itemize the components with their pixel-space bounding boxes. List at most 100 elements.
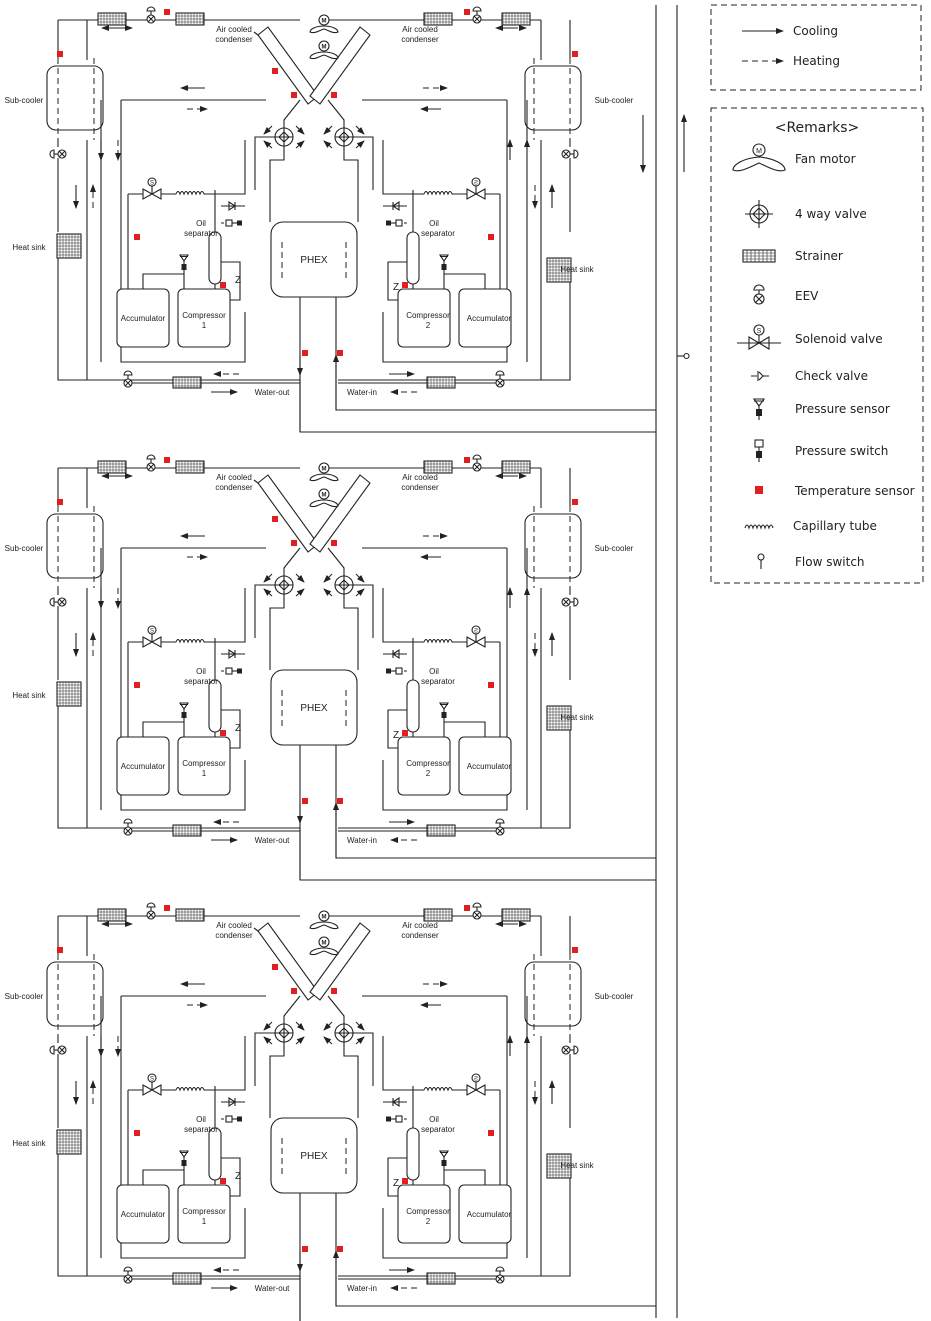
oil-label-r1: Oil <box>429 1115 439 1124</box>
remarks-title: <Remarks> <box>775 120 860 136</box>
strainer-icon <box>175 460 205 474</box>
eev-icon <box>123 818 133 836</box>
capillary-tube-icon <box>423 638 453 644</box>
pressure-sensor-icon <box>752 398 766 420</box>
oil-label-2: separator <box>184 677 218 686</box>
phex <box>270 1117 358 1194</box>
pressure-sensor-icon <box>178 254 190 274</box>
temperature-sensor <box>134 1130 140 1136</box>
pressure-switch-icon <box>386 219 403 227</box>
svg-text:S: S <box>150 629 154 635</box>
temperature-sensor <box>572 947 578 953</box>
strainer-icon <box>175 12 205 26</box>
z-mark-r: Z <box>393 1178 399 1189</box>
capillary-tube-icon <box>175 638 205 644</box>
svg-text:S: S <box>150 181 154 187</box>
oil-separator-right <box>406 231 420 285</box>
legend-flow-switch-label: Flow switch <box>795 555 865 569</box>
eev-icon <box>472 454 482 472</box>
svg-text:M: M <box>322 19 327 25</box>
phex <box>270 221 358 298</box>
strainer-icon <box>423 12 453 26</box>
compressor-label-r: Compressor <box>406 1207 450 1216</box>
temperature-sensor <box>220 282 226 288</box>
temperature-sensor <box>402 730 408 736</box>
sub-cooler-left <box>46 513 104 579</box>
capillary-tube-icon <box>175 190 205 196</box>
temperature-sensor <box>337 798 343 804</box>
heat-sink-label-r: Heat sink <box>560 713 594 722</box>
strainer-icon <box>426 1272 456 1285</box>
fan-motor-icon: M <box>309 40 339 60</box>
water-in-label: Water-in <box>347 1284 377 1293</box>
temperature-sensor <box>331 988 337 994</box>
condenser-label-r1: Air cooled <box>402 473 438 482</box>
temperature-sensor <box>57 499 63 505</box>
solenoid-valve-icon: S <box>466 177 486 200</box>
phex-label: PHEX <box>300 1151 328 1162</box>
compressor-number: 1 <box>202 1217 207 1226</box>
oil-label-r2: separator <box>421 1125 455 1134</box>
right-circuit: S <box>309 902 582 1306</box>
eev-icon <box>495 370 505 388</box>
compressor-label: Compressor <box>182 759 226 768</box>
svg-text:S: S <box>474 181 478 187</box>
svg-text:M: M <box>322 45 327 51</box>
oil-separator-right <box>406 679 420 733</box>
temperature-sensor <box>57 947 63 953</box>
pressure-switch-icon <box>225 219 242 227</box>
accumulator-label: Accumulator <box>121 762 166 771</box>
z-mark-r: Z <box>393 730 399 741</box>
eev-icon <box>561 1045 579 1055</box>
strainer-icon <box>97 12 127 26</box>
temperature-sensor <box>220 1178 226 1184</box>
eev-icon <box>495 818 505 836</box>
legend-cooling-label: Cooling <box>793 24 838 38</box>
temperature-sensor <box>302 798 308 804</box>
temperature-sensor <box>488 234 494 240</box>
air-cooled-condenser-right <box>309 922 371 1001</box>
sub-cooler-label-r: Sub-cooler <box>595 992 634 1001</box>
eev-icon <box>49 149 67 159</box>
legend-strainer-label: Strainer <box>795 249 843 263</box>
temperature-sensor <box>164 457 170 463</box>
condenser-label-2: condenser <box>215 931 253 940</box>
accumulator-label: Accumulator <box>121 1210 166 1219</box>
accumulator-label-r: Accumulator <box>467 314 512 323</box>
solenoid-valve-icon: S <box>466 625 486 648</box>
temperature-sensor <box>57 51 63 57</box>
water-in-label: Water-in <box>347 836 377 845</box>
water-headers <box>640 5 690 1318</box>
strainer-icon <box>546 705 572 731</box>
condenser-label-1: Air cooled <box>216 473 252 482</box>
legend-capillary-tube-label: Capillary tube <box>793 519 877 533</box>
air-cooled-condenser-left <box>257 922 319 1001</box>
air-cooled-condenser-right <box>309 474 371 553</box>
pressure-switch-icon <box>386 667 403 675</box>
phex-label: PHEX <box>300 703 328 714</box>
sub-cooler-right <box>524 961 582 1027</box>
capillary-tube-icon <box>423 190 453 196</box>
temperature-sensor <box>272 516 278 522</box>
temperature-sensor <box>402 282 408 288</box>
fan-motor-icon: M <box>309 14 339 34</box>
oil-label-r1: Oil <box>429 667 439 676</box>
accumulator-label-r: Accumulator <box>467 1210 512 1219</box>
capillary-tube-icon <box>744 524 774 530</box>
fan-motor-icon: M <box>309 936 339 956</box>
temperature-sensor <box>488 682 494 688</box>
strainer-icon <box>423 908 453 922</box>
temperature-sensor <box>488 1130 494 1136</box>
capillary-tube-icon <box>423 1086 453 1092</box>
right-circuit: S <box>309 454 582 858</box>
legend-fan-motor-label: Fan motor <box>795 152 856 166</box>
strainer-icon <box>501 908 531 922</box>
fan-motor-icon: M <box>309 910 339 930</box>
solenoid-valve-icon: S <box>142 1073 162 1096</box>
capillary-tube-icon <box>175 1086 205 1092</box>
pressure-sensor-icon <box>178 702 190 722</box>
temperature-sensor <box>291 92 297 98</box>
legend-four-way-valve-label: 4 way valve <box>795 207 867 221</box>
temperature-sensor <box>337 350 343 356</box>
sub-cooler-left <box>46 65 104 131</box>
